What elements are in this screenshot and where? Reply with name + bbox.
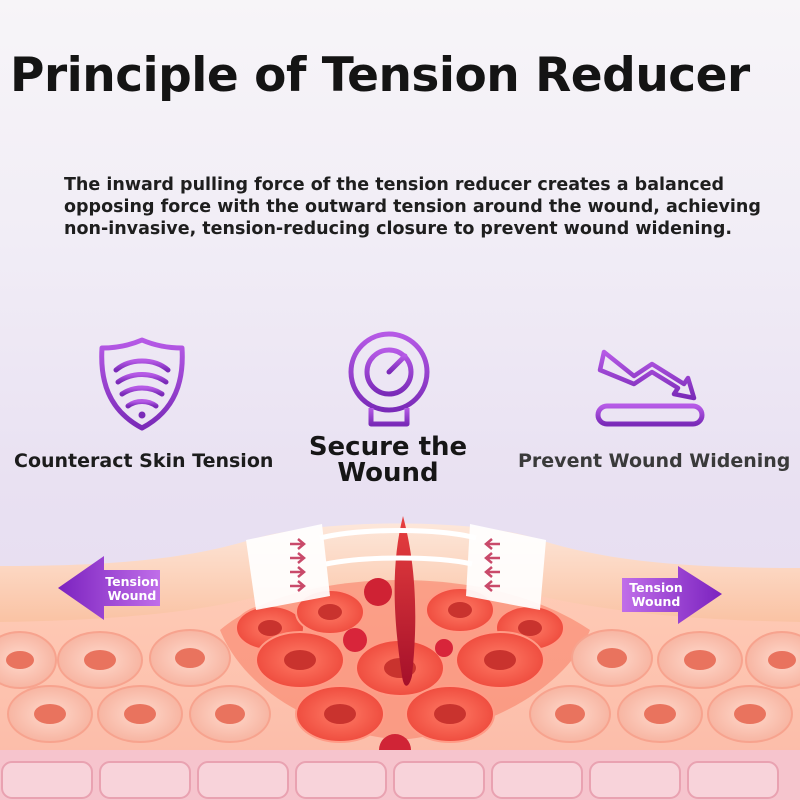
left-arrow-line2: Wound — [108, 588, 157, 603]
feature-label-secure: Secure the Wound — [308, 432, 468, 488]
tension-arrow-right: Tension Wound — [622, 566, 722, 624]
right-arrow-line1: Tension — [629, 580, 682, 595]
feature-label-counteract: Counteract Skin Tension — [14, 450, 274, 472]
tension-band-top — [319, 528, 477, 541]
right-arrow-line2: Wound — [632, 594, 681, 609]
description-paragraph: The inward pulling force of the tension … — [64, 175, 761, 239]
left-arrow-line1: Tension — [105, 574, 158, 589]
tension-arrow-left: Tension Wound — [58, 556, 160, 620]
circular-target-icon — [348, 331, 430, 427]
tension-band-bottom — [325, 555, 473, 567]
bottom-tissue-cells — [1, 761, 779, 799]
skin-wound-illustration: Tension Wound Tension Wound — [0, 516, 800, 800]
tension-reducer-strip-left — [246, 524, 330, 610]
pale-cells — [0, 629, 800, 743]
bent-arrow-bar-icon — [595, 349, 705, 427]
tension-reducer-strip-right — [466, 524, 546, 610]
page-title: Principle of Tension Reducer — [10, 48, 750, 103]
feature-label-prevent: Prevent Wound Widening — [518, 450, 791, 472]
shield-waves-icon — [99, 337, 185, 431]
